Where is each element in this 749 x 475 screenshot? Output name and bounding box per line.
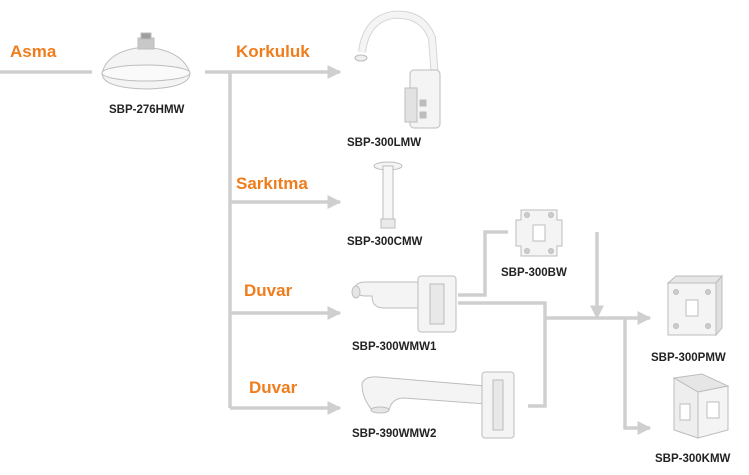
wall-to-adapter-line	[458, 232, 508, 295]
model-label-pendant-cap: SBP-276HMW	[109, 104, 184, 116]
category-duvar-1: Duvar	[244, 281, 292, 301]
corner-arrow	[625, 318, 650, 428]
model-label-pendant-pole: SBP-300CMW	[347, 236, 422, 248]
model-label-short-wall-arm: SBP-300WMW1	[352, 341, 436, 353]
adapter-plate-image	[516, 210, 562, 256]
model-label-handrail: SBP-300LMW	[347, 137, 421, 149]
category-asma: Asma	[10, 42, 56, 62]
model-label-corner-adapter: SBP-300KMW	[655, 453, 730, 465]
pendant-cap-image	[102, 33, 190, 89]
trunk-line	[205, 72, 230, 408]
handrail-mount-image	[355, 15, 440, 128]
model-label-long-wall-arm: SBP-390WMW2	[352, 428, 436, 440]
pendant-pole-image	[374, 162, 402, 228]
pole-adapter-image	[668, 276, 722, 335]
category-korkuluk: Korkuluk	[236, 42, 310, 62]
model-label-adapter-plate: SBP-300BW	[501, 267, 567, 279]
model-label-pole-adapter: SBP-300PMW	[651, 352, 726, 364]
category-duvar-2: Duvar	[249, 378, 297, 398]
short-wall-arm-image	[352, 276, 456, 332]
category-sarkitma: Sarkıtma	[236, 174, 308, 194]
corner-adapter-image	[674, 374, 728, 438]
